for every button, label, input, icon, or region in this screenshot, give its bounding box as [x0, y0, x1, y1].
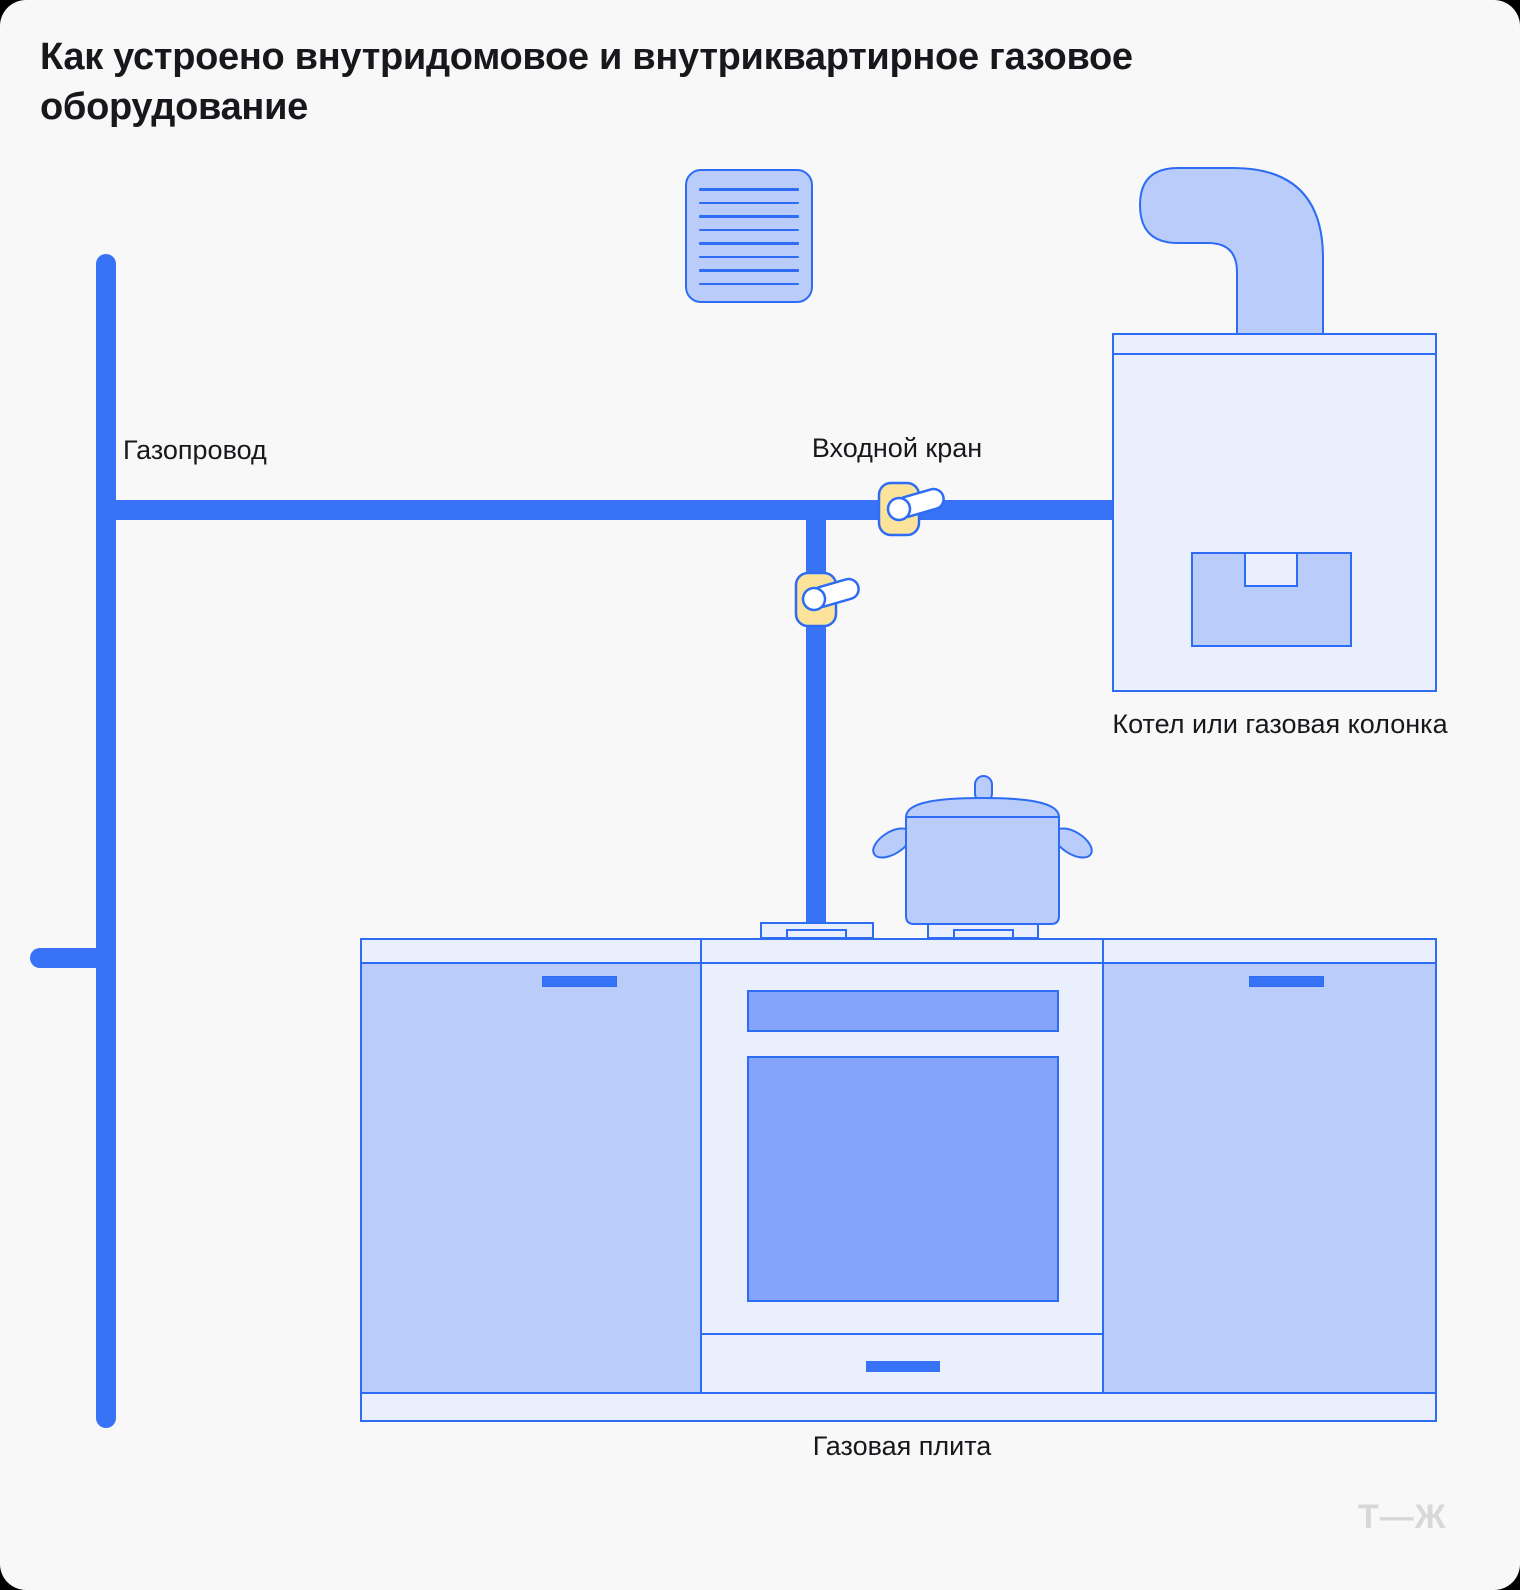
gas-riser-pipe — [96, 254, 116, 1428]
pot-handle-left — [872, 827, 912, 859]
pot-lid-knob — [974, 775, 993, 803]
kitchen-cabinet-right — [1102, 962, 1437, 1394]
grille-slat — [699, 242, 799, 245]
gas-stove-branch-pipe — [806, 500, 826, 938]
countertop-left — [360, 938, 702, 964]
cabinet-handle-right — [1249, 976, 1324, 987]
stove-top — [700, 938, 1104, 964]
pot-lid — [904, 796, 1061, 818]
stove-drawer-divider — [702, 1333, 1102, 1335]
gas-horizontal-pipe — [96, 500, 1112, 520]
grille-slat — [699, 215, 799, 218]
boiler-display-window — [1244, 552, 1298, 587]
grille-slat — [699, 188, 799, 191]
tj-logo: Т—Ж — [1358, 1498, 1447, 1536]
grille-slat — [699, 255, 799, 258]
oven-window — [747, 1056, 1059, 1302]
page-title: Как устроено внутридомовое и внутрикварт… — [40, 36, 1133, 129]
label-boiler: Котел или газовая колонка — [1112, 709, 1448, 739]
gas-branch-stub — [30, 948, 110, 968]
pot-icon — [872, 775, 1093, 925]
kitchen-plinth — [360, 1392, 1437, 1422]
grille-slat — [699, 282, 799, 285]
boiler-flue-icon — [1138, 167, 1324, 333]
stove-drawer-handle — [866, 1361, 940, 1372]
pot-handle-right — [1053, 827, 1093, 859]
pot-body — [905, 816, 1060, 925]
stove-control-panel — [747, 990, 1059, 1032]
burner-right-inner — [953, 929, 1014, 939]
label-inlet-valve: Входной кран — [811, 433, 983, 463]
grille-slat — [699, 201, 799, 204]
grille-slat — [699, 228, 799, 231]
countertop-right — [1102, 938, 1437, 964]
label-gas-pipeline: Газопровод — [123, 435, 267, 465]
boiler-top-divider — [1114, 353, 1435, 355]
cabinet-handle-left — [542, 976, 617, 987]
kitchen-cabinet-left — [360, 962, 702, 1394]
burner-left-inner — [786, 929, 847, 939]
label-stove: Газовая плита — [812, 1431, 992, 1461]
ventilation-grille-icon — [685, 169, 813, 303]
grille-slat — [699, 269, 799, 272]
